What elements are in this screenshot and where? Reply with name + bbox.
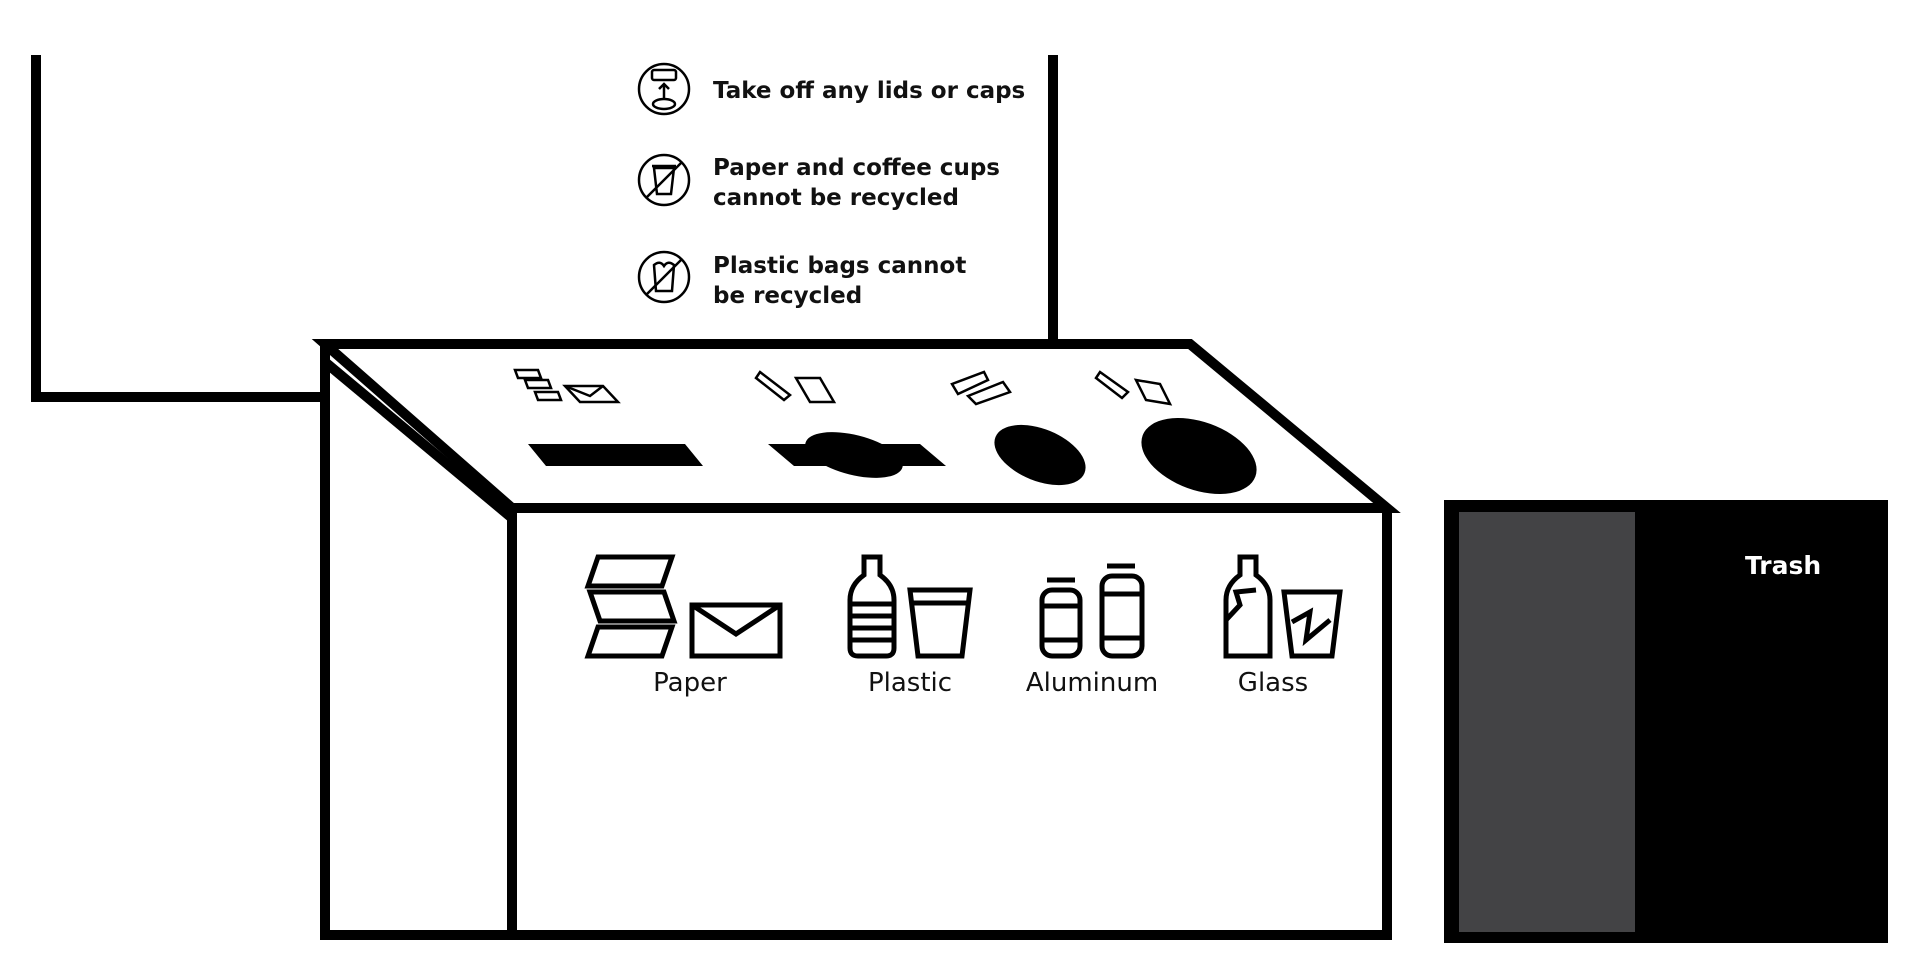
category-label-aluminum: Aluminum [1025, 668, 1159, 698]
no-bag-icon [637, 250, 691, 304]
recycling-bin [311, 339, 1401, 940]
tip-bags-line2: be recycled [713, 283, 863, 309]
category-label-paper: Paper [653, 668, 727, 698]
broken-glass-icon [1223, 554, 1343, 659]
cans-icon [1039, 563, 1145, 659]
sign-board [31, 55, 1058, 402]
paper-lid-icon [513, 368, 621, 404]
tip-lids: Take off any lids or caps [713, 76, 1025, 106]
glass-lid-icon [1094, 370, 1173, 406]
tip-cups-line1: Paper and coffee cups [713, 155, 1000, 181]
trash-bin [1444, 500, 1888, 943]
plastic-slot-oval [805, 432, 903, 478]
bottle-cup-icon [847, 554, 973, 659]
category-label-plastic: Plastic [867, 668, 953, 698]
tip-cups: Paper and coffee cups cannot be recycled [713, 153, 1000, 213]
aluminum-lid-icon [950, 370, 1012, 406]
tip-lids-line1: Take off any lids or caps [713, 78, 1026, 104]
bin-slots [528, 418, 1257, 494]
no-cup-icon [637, 153, 691, 207]
lid-off-icon [637, 62, 691, 116]
tip-bags-line1: Plastic bags cannot [713, 253, 967, 279]
plastic-lid-icon [754, 370, 837, 404]
trash-label: Trash [1745, 551, 1822, 580]
glass-slot [1141, 418, 1257, 494]
aluminum-slot [994, 424, 1086, 486]
tip-cups-line2: cannot be recycled [713, 185, 959, 211]
paper-slot [528, 444, 703, 466]
paper-envelope-icon [584, 554, 783, 659]
trash-bin-side [1459, 512, 1635, 932]
category-label-glass: Glass [1237, 668, 1309, 698]
tip-bags: Plastic bags cannot be recycled [713, 251, 966, 311]
lid-icons [513, 368, 1173, 406]
